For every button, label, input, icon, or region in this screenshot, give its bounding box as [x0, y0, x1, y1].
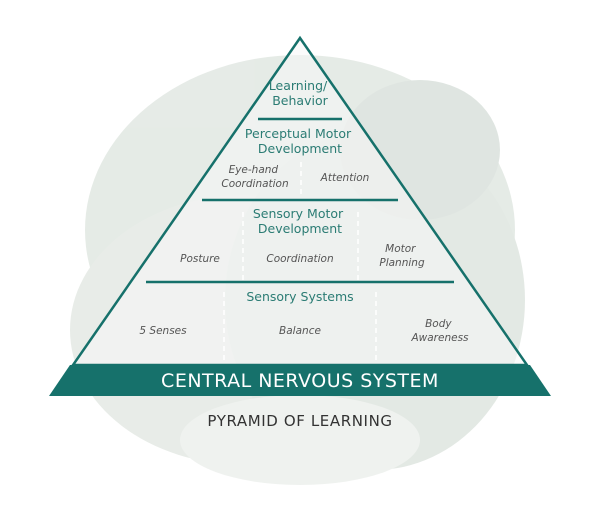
level-2-title: Perceptual Motor Development: [245, 126, 355, 156]
level-1-title: Learning/ Behavior: [269, 78, 331, 108]
level-2-item-attention: Attention: [320, 172, 370, 184]
column-separators: [223, 162, 377, 362]
level-3-item-posture: Posture: [180, 253, 220, 265]
diagram-caption: PYRAMID OF LEARNING: [207, 412, 392, 430]
level-3-item-coordination: Coordination: [266, 253, 333, 265]
base-label: CENTRAL NERVOUS SYSTEM: [161, 370, 439, 392]
level-4-item-5-senses: 5 Senses: [139, 325, 187, 337]
level-4-title: Sensory Systems: [246, 289, 353, 304]
base-band: [49, 365, 551, 396]
level-4-item-balance: Balance: [279, 325, 321, 337]
level-3-item-motor-planning: Motor Planning: [379, 243, 425, 269]
level-3-title: Sensory Motor Development: [253, 206, 347, 236]
level-2-item-eye-hand-coordination: Eye-hand Coordination: [221, 164, 288, 190]
level-4-item-body-awareness: Body Awareness: [410, 318, 469, 344]
